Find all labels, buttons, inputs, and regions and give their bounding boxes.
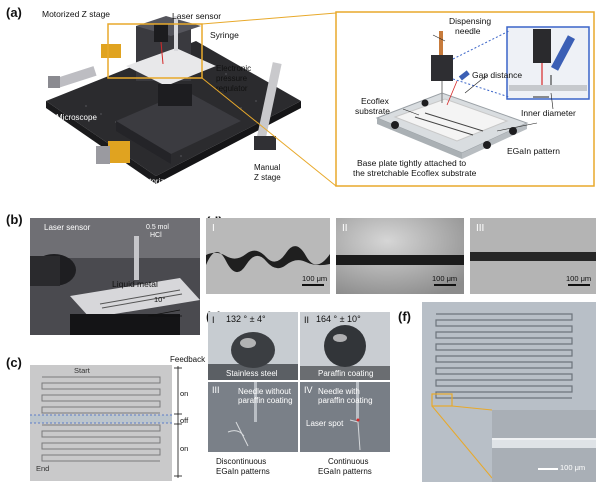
apparatus-illustration [26, 6, 308, 196]
panel-f-pattern [422, 302, 596, 482]
scale-bar-d2 [434, 284, 456, 286]
label-ecoflex-line2: substrate [355, 106, 390, 116]
label-e3-caption-line2: EGaIn patterns [216, 467, 270, 476]
label-d1-scale: 100 μm [302, 274, 328, 283]
label-inner-diameter: Inner diameter [521, 108, 576, 118]
panel-b-label: (b) [6, 212, 23, 227]
schematic-box: Dispensing needle Gap distance Ecoflex s… [337, 13, 593, 185]
label-e4-needle-line2: paraffin coating [318, 396, 373, 405]
panel-c-photo: Start End [30, 365, 172, 481]
label-syringe: Syringe [210, 30, 239, 40]
scale-bar-f [538, 468, 558, 470]
label-e2-caption: Paraffin coating [318, 369, 374, 378]
label-d-roman-2: II [342, 223, 348, 234]
label-epr-line3: regulator [216, 84, 248, 93]
label-d-roman-3: III [476, 223, 485, 234]
panel-e-bottom-right: IV Needle with paraffin coating Laser sp… [300, 382, 390, 452]
scale-bar-d3 [568, 284, 590, 286]
panel-d-image-3: III 100 μm [470, 218, 596, 294]
label-manual-z-line1: Manual [254, 163, 281, 172]
label-c-end: End [36, 464, 50, 473]
label-e1-angle: 132 ° ± 4° [226, 314, 266, 324]
label-gap-distance: Gap distance [472, 70, 523, 80]
label-e1-roman: I [212, 315, 215, 325]
callout-lines [107, 11, 595, 187]
label-c-start: Start [74, 366, 90, 375]
panel-e-top-right: II 164 ° ± 10° Paraffin coating [300, 312, 390, 380]
label-e1-caption: Stainless steel [226, 369, 278, 378]
label-e4-caption-line2: EGaIn patterns [318, 467, 372, 476]
label-e3-roman: III [212, 385, 220, 395]
panel-d-trace-2 [336, 218, 464, 294]
label-c-feedback: Feedback [170, 355, 206, 364]
label-c-on-2: on [180, 444, 189, 453]
label-motorized-xy-stages: Motorized X & Y stages [138, 177, 222, 186]
schematic-illustration [337, 13, 593, 185]
label-dispensing-line2: needle [455, 26, 481, 36]
label-e2-roman: II [304, 315, 310, 325]
panel-f-photo: 100 μm [422, 302, 596, 482]
label-epr-line1: Electronic [216, 64, 252, 73]
label-d3-scale: 100 μm [566, 274, 592, 283]
label-c-off: off [180, 416, 189, 425]
label-f-scale: 100 μm [560, 463, 586, 472]
label-e3-caption-line1: Discontinuous [216, 457, 267, 466]
label-epr-line2: pressure [216, 74, 248, 83]
droplet-paraffin [300, 312, 390, 380]
label-e4-laser-spot: Laser spot [306, 419, 344, 428]
label-e3-needle-line1: Needle without [238, 387, 291, 396]
panel-c-feedback-axis [174, 366, 182, 478]
panel-f-label: (f) [398, 309, 411, 324]
panel-b-illustration [30, 218, 200, 335]
label-e4-needle-line1: Needle with [318, 387, 360, 396]
label-b-hcl-line1: 0.5 mol [146, 224, 169, 231]
label-egain-pattern: EGaIn pattern [507, 146, 560, 156]
panel-d-image-1: I 100 μm [206, 218, 330, 294]
label-b-laser-sensor: Laser sensor [44, 223, 91, 232]
scale-bar-d1 [302, 284, 324, 286]
label-e4-roman: IV [304, 385, 313, 395]
label-b-hcl-line2: HCl [150, 232, 162, 239]
label-d2-scale: 100 μm [432, 274, 458, 283]
label-c-on-1: on [180, 389, 189, 398]
panel-e-bottom-left: III Needle without paraffin coating [208, 382, 298, 452]
panel-c-label: (c) [6, 355, 22, 370]
label-laser-sensor: Laser sensor [172, 11, 222, 21]
label-base-plate-line2: the stretchable Ecoflex substrate [353, 168, 477, 178]
label-microscope: Microscope [56, 113, 97, 122]
panel-d-trace-3 [470, 218, 596, 294]
label-b-liquid-metal: Liquid metal [112, 279, 158, 289]
apparatus-photo: Motorized Z stage Laser sensor Syringe E… [26, 6, 308, 196]
needle-without-coating [208, 382, 298, 452]
label-ecoflex-line1: Ecoflex [361, 96, 389, 106]
droplet-steel [208, 312, 298, 380]
label-e3-needle-line2: paraffin coating [238, 396, 293, 405]
label-dispensing-line1: Dispensing [449, 16, 492, 26]
label-motorized-z-stage: Motorized Z stage [42, 9, 111, 19]
panel-d-image-2: II 100 μm [336, 218, 464, 294]
label-e2-angle: 164 ° ± 10° [316, 314, 361, 324]
label-b-angle: 10° [154, 295, 166, 304]
panel-c-pattern [30, 365, 172, 481]
label-base-plate-line1: Base plate tightly attached to [357, 158, 467, 168]
label-d-roman-1: I [212, 223, 215, 234]
needle-with-coating [300, 382, 390, 452]
label-e4-caption-line1: Continuous [328, 457, 369, 466]
panel-d-trace-1 [206, 218, 330, 294]
panel-e-top-left: I 132 ° ± 4° Stainless steel [208, 312, 298, 380]
label-manual-z-line2: Z stage [254, 173, 281, 182]
panel-b-photo: Laser sensor 0.5 mol HCl Liquid metal 10… [30, 218, 200, 335]
panel-a-label: (a) [6, 5, 22, 20]
